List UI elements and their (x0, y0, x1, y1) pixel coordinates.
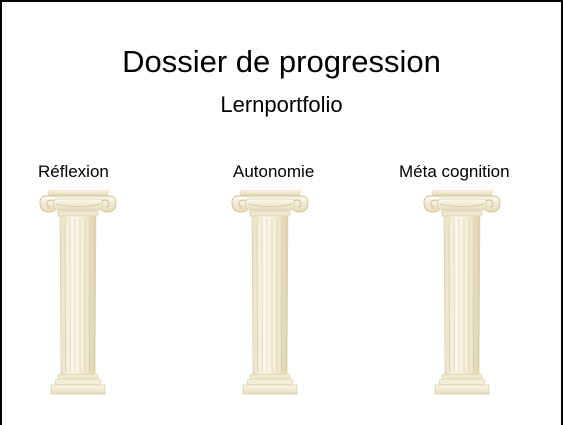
slide-title: Dossier de progression (122, 44, 441, 79)
slide-subtitle: Lernportfolio (220, 92, 343, 117)
ionic-column-icon (422, 190, 502, 398)
ionic-column-icon (230, 190, 310, 398)
pillar-label-meta-cognition: Méta cognition (399, 162, 510, 181)
pillar-label-reflexion: Réflexion (38, 162, 109, 181)
pillar-label-autonomie: Autonomie (233, 162, 315, 181)
ionic-column-icon (38, 190, 118, 398)
